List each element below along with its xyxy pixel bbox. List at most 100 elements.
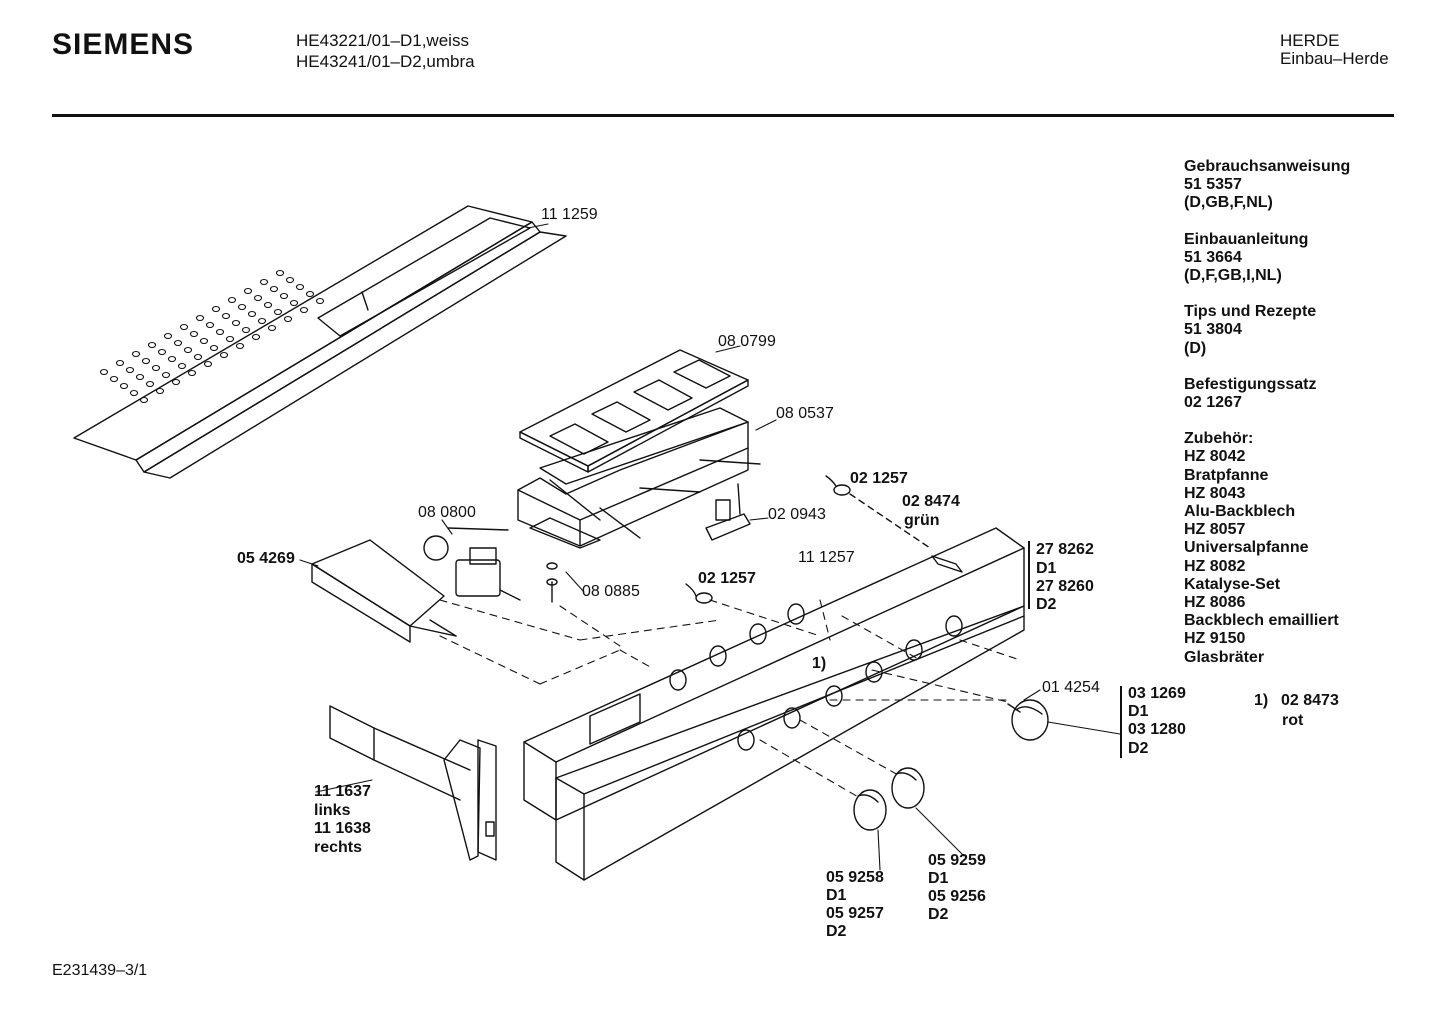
category-line-2: Einbau–Herde bbox=[1280, 49, 1389, 68]
vent-hole bbox=[171, 378, 181, 386]
switch-block-drawing bbox=[517, 407, 761, 549]
vent-hole bbox=[235, 342, 245, 350]
vent-hole bbox=[247, 310, 257, 318]
vent-hole bbox=[167, 355, 177, 363]
vent-hole bbox=[139, 396, 149, 404]
side-info-line: HZ 8082 bbox=[1184, 557, 1246, 575]
indicator-lamp-drawing bbox=[825, 475, 963, 573]
variant-label: D2 bbox=[1128, 740, 1149, 757]
knob-hole bbox=[945, 615, 963, 637]
vent-hole bbox=[225, 335, 235, 343]
vent-hole bbox=[173, 339, 183, 347]
side-info-line: Befestigungssatz bbox=[1184, 375, 1317, 393]
vent-hole bbox=[195, 314, 205, 322]
footnote-part: 02 8473 bbox=[1281, 692, 1339, 709]
part-label: 02 1257 bbox=[850, 470, 908, 487]
side-info-line: Gebrauchsanweisung bbox=[1184, 158, 1351, 175]
vent-hole bbox=[209, 344, 219, 352]
side-info-spacer bbox=[1184, 358, 1350, 376]
part-label: 03 1269 bbox=[1128, 685, 1186, 702]
heating-element-drawing bbox=[311, 539, 457, 643]
vent-hole bbox=[315, 297, 325, 305]
footnote-color: rot bbox=[1282, 712, 1304, 729]
side-info-line: 02 1267 bbox=[1184, 394, 1242, 412]
vent-hole bbox=[285, 276, 295, 284]
model-line-1: HE43221/01–D1,weiss bbox=[296, 31, 469, 50]
vent-hole bbox=[295, 283, 305, 291]
vent-hole bbox=[279, 292, 289, 300]
side-info-line: Tips und Rezepte bbox=[1184, 303, 1317, 321]
side-info-line: Katalyse-Set bbox=[1184, 575, 1281, 593]
footnote-ref: 1) bbox=[812, 655, 827, 672]
part-label: 08 0885 bbox=[582, 583, 640, 600]
part-label: 05 9257 bbox=[826, 905, 884, 922]
vent-hole bbox=[237, 303, 247, 311]
vent-hole bbox=[189, 330, 199, 338]
vent-hole bbox=[283, 315, 293, 323]
side-info-line: Bratpfanne bbox=[1184, 466, 1269, 484]
part-label: 02 8474 bbox=[902, 493, 960, 510]
side-rail-drawing bbox=[329, 705, 497, 861]
header-divider bbox=[52, 114, 1394, 117]
vent-hole bbox=[179, 323, 189, 331]
side-info-line: HZ 8057 bbox=[1184, 521, 1246, 539]
knob-hole bbox=[865, 661, 883, 683]
side-info-line: HZ 9150 bbox=[1184, 630, 1246, 648]
vent-hole bbox=[177, 362, 187, 370]
part-label: 05 9256 bbox=[928, 888, 986, 905]
side-info-line: HZ 8086 bbox=[1184, 594, 1246, 612]
vent-hole bbox=[161, 371, 171, 379]
vent-hole bbox=[109, 375, 119, 383]
side-info-line: (D,GB,F,NL) bbox=[1184, 194, 1273, 212]
variant-label: D1 bbox=[826, 887, 847, 904]
side-info-line: (D) bbox=[1184, 339, 1207, 357]
variant-label: D2 bbox=[826, 923, 847, 940]
vent-hole bbox=[125, 366, 135, 374]
part-label: 08 0799 bbox=[718, 333, 776, 350]
vent-hole bbox=[99, 368, 109, 376]
screw-drawing bbox=[546, 562, 558, 603]
side-info-spacer bbox=[1184, 412, 1350, 430]
vent-hole bbox=[145, 380, 155, 388]
thermostat-drawing bbox=[705, 483, 751, 541]
vent-hole bbox=[267, 324, 277, 332]
vent-hole bbox=[251, 333, 261, 341]
part-label: 08 0800 bbox=[418, 504, 476, 521]
side-info-line: Zubehör: bbox=[1184, 430, 1254, 448]
vent-hole bbox=[289, 299, 299, 307]
vent-hole bbox=[259, 278, 269, 286]
vent-hole bbox=[231, 319, 241, 327]
knob-hole bbox=[709, 645, 727, 667]
drawing-id: E231439–3/1 bbox=[52, 962, 148, 979]
vent-hole bbox=[187, 369, 197, 377]
leader-lines bbox=[299, 223, 1121, 871]
part-label: 05 9258 bbox=[826, 869, 884, 886]
side-info-line: Backblech emailliert bbox=[1184, 612, 1339, 630]
knob-hole bbox=[787, 603, 805, 625]
vent-hole bbox=[273, 308, 283, 316]
knob-large-drawing bbox=[1007, 699, 1049, 741]
part-label: 02 1257 bbox=[698, 570, 756, 587]
indicator-lamp-drawing-2 bbox=[685, 583, 713, 604]
vent-hole bbox=[203, 360, 213, 368]
vent-hole bbox=[155, 387, 165, 395]
part-label: 05 4269 bbox=[237, 550, 295, 567]
part-label: 27 8262 bbox=[1036, 541, 1094, 558]
side-info-line: 51 3804 bbox=[1184, 321, 1242, 339]
knob-hole bbox=[749, 623, 767, 645]
side-info-line: 51 3664 bbox=[1184, 248, 1242, 266]
part-label: 05 9259 bbox=[928, 852, 986, 869]
vent-hole bbox=[241, 326, 251, 334]
part-label: 27 8260 bbox=[1036, 578, 1094, 595]
part-label: 02 0943 bbox=[768, 506, 826, 523]
side-info-line: Universalpfanne bbox=[1184, 539, 1309, 557]
vent-hole bbox=[275, 269, 285, 277]
side-info-spacer bbox=[1184, 285, 1350, 303]
vent-hole bbox=[219, 351, 229, 359]
vent-hole bbox=[141, 357, 151, 365]
variant-bracket bbox=[1120, 686, 1122, 758]
vent-hole bbox=[215, 328, 225, 336]
knob-hole bbox=[669, 669, 687, 691]
knob-hole bbox=[905, 639, 923, 661]
